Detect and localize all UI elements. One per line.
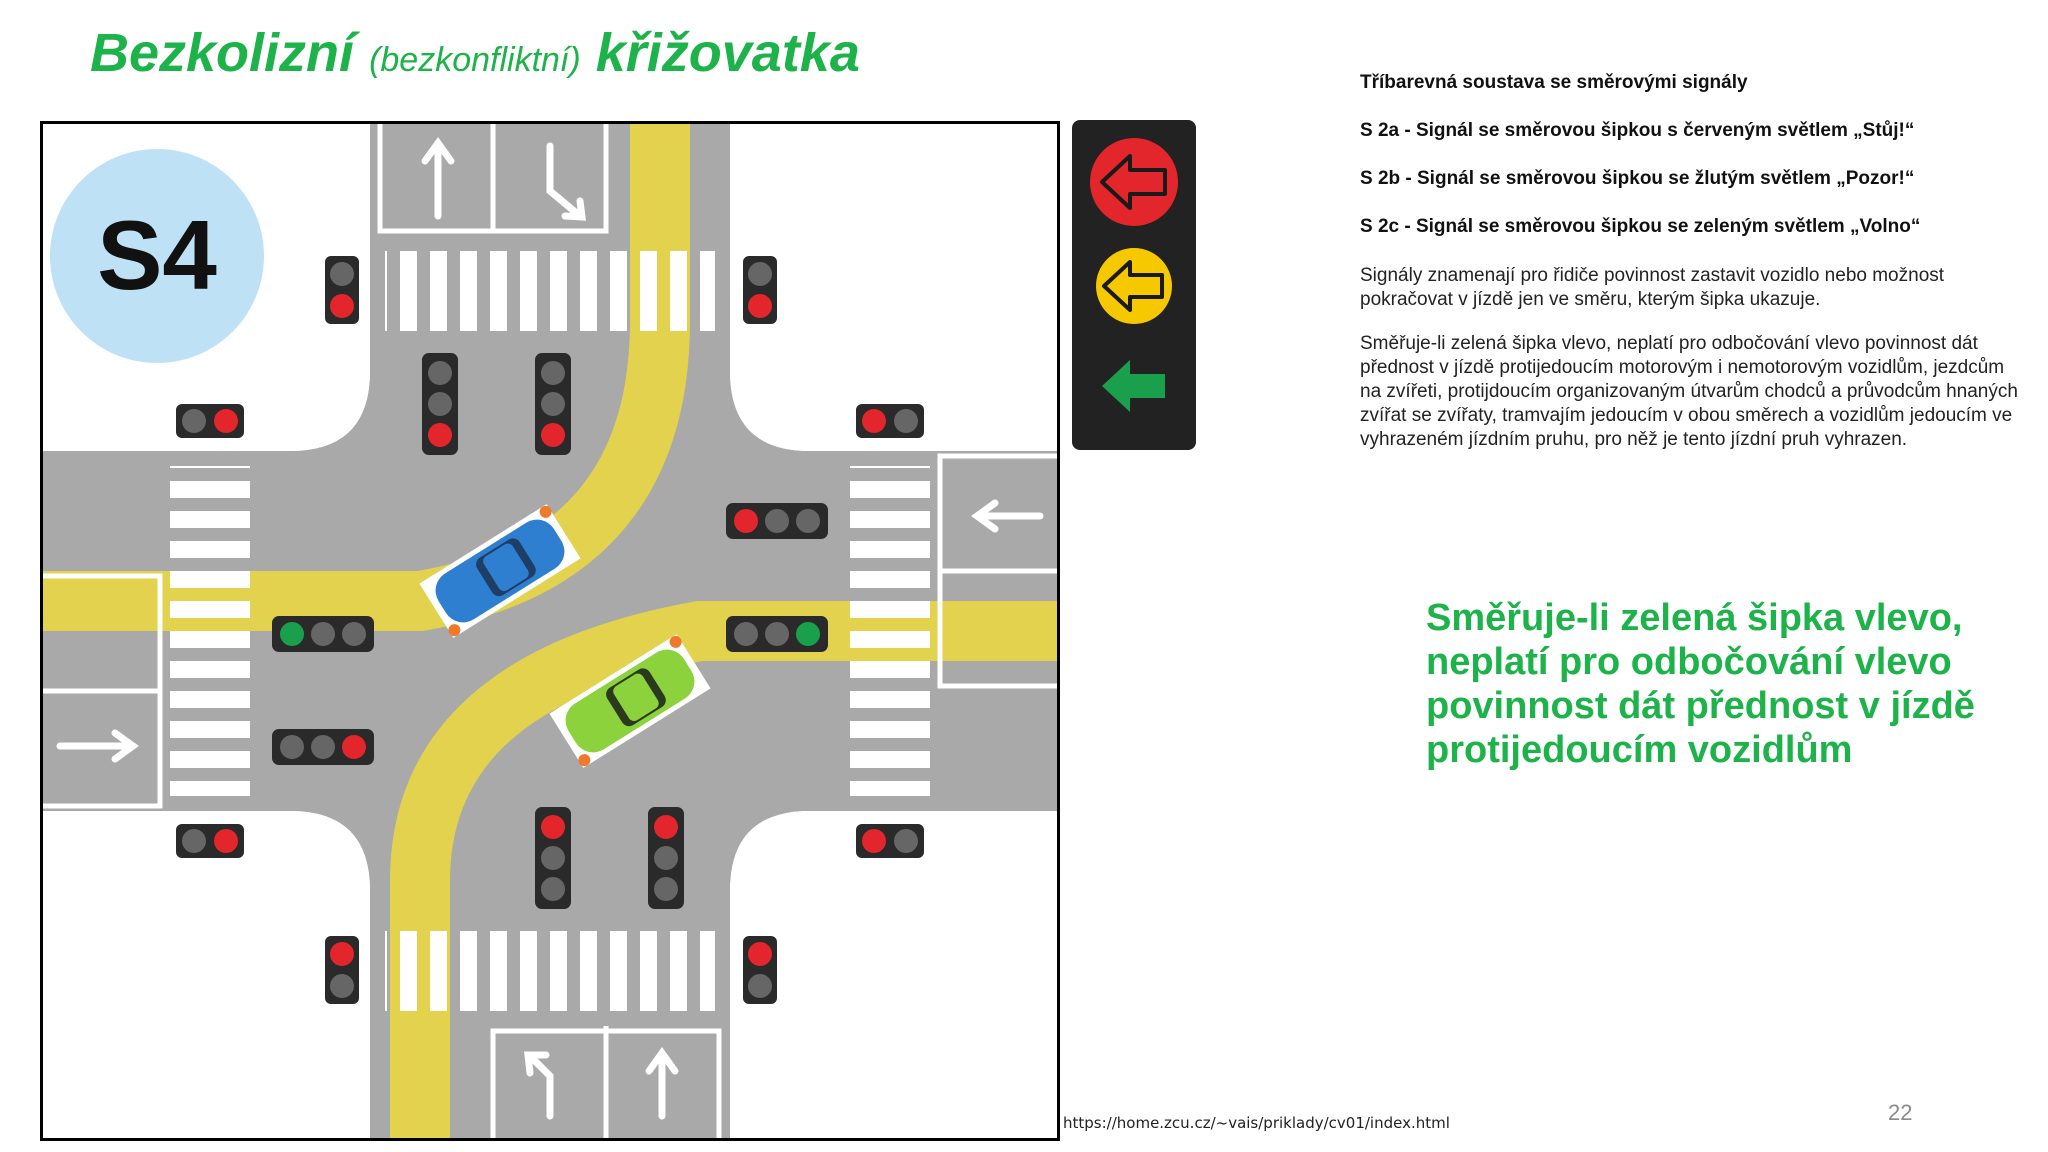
legend-s2c: S 2c - Signál se směrovou šipkou se zele… — [1360, 216, 1921, 237]
vehicle-signal-east-2 — [726, 616, 828, 652]
legend-s2a: S 2a - Signál se směrovou šipkou s červe… — [1360, 120, 1915, 141]
s4-badge: S4 — [50, 149, 264, 363]
traffic-lights — [176, 256, 924, 1004]
pedestrian-crossings — [170, 251, 930, 1011]
pedestrian-signal-sw — [325, 936, 359, 1004]
pedestrian-signal-e-top — [856, 404, 924, 438]
pedestrian-signal-ne — [743, 256, 777, 324]
vehicle-signal-south-1 — [535, 807, 571, 909]
vehicle-signal-west-1 — [272, 616, 374, 652]
diagram-border — [40, 121, 1060, 1141]
green-left-arrow-icon — [1102, 360, 1165, 412]
vehicle-signal-north-2 — [535, 353, 571, 455]
pedestrian-signal-w-bottom — [176, 824, 244, 858]
title-end: křižovatka — [595, 23, 860, 83]
blue-car — [419, 504, 581, 638]
badge-label: S4 — [97, 200, 217, 310]
lane-arrow-boxes — [40, 121, 1060, 1141]
red-left-arrow-icon — [1090, 138, 1178, 226]
title-subtitle: (bezkonfliktní) — [369, 41, 581, 79]
vehicle-signal-north-1 — [422, 353, 458, 455]
vehicle-signal-west-2 — [272, 729, 374, 765]
legend-paragraph-1: Signály znamenají pro řidiče povinnost z… — [1360, 265, 1945, 310]
vehicle-signal-east-1 — [726, 503, 828, 539]
slide-title: Bezkolizní (bezkonfliktní) křižovatka — [90, 22, 860, 84]
green-car — [549, 634, 711, 768]
yellow-left-arrow-icon — [1096, 248, 1172, 324]
pedestrian-signal-w-top — [176, 404, 244, 438]
legend-paragraph-2: Směřuje-li zelená šipka vlevo, neplatí p… — [1360, 333, 2018, 450]
highlight-text: Směřuje-li zelená šipka vlevo, neplatí p… — [1426, 597, 1975, 771]
page-number: 22 — [1888, 1100, 1913, 1125]
pedestrian-signal-se — [743, 936, 777, 1004]
title-main: Bezkolizní — [90, 23, 355, 83]
directional-signal-legend — [1072, 120, 1196, 450]
lane-arrows — [56, 137, 1044, 1120]
intersection-diagram: S4 — [40, 121, 1060, 1141]
vehicle-signal-south-2 — [648, 807, 684, 909]
source-url: https://home.zcu.cz/~vais/priklady/cv01/… — [1063, 1114, 1450, 1132]
signal-text-legend: Tříbarevná soustava se směrovými signály… — [1360, 72, 2020, 472]
legend-s2b: S 2b - Signál se směrovou šipkou se žlut… — [1360, 168, 1915, 189]
pedestrian-signal-e-bottom — [856, 824, 924, 858]
legend-heading: Tříbarevná soustava se směrovými signály — [1360, 72, 1748, 93]
pedestrian-signal-nw — [325, 256, 359, 324]
